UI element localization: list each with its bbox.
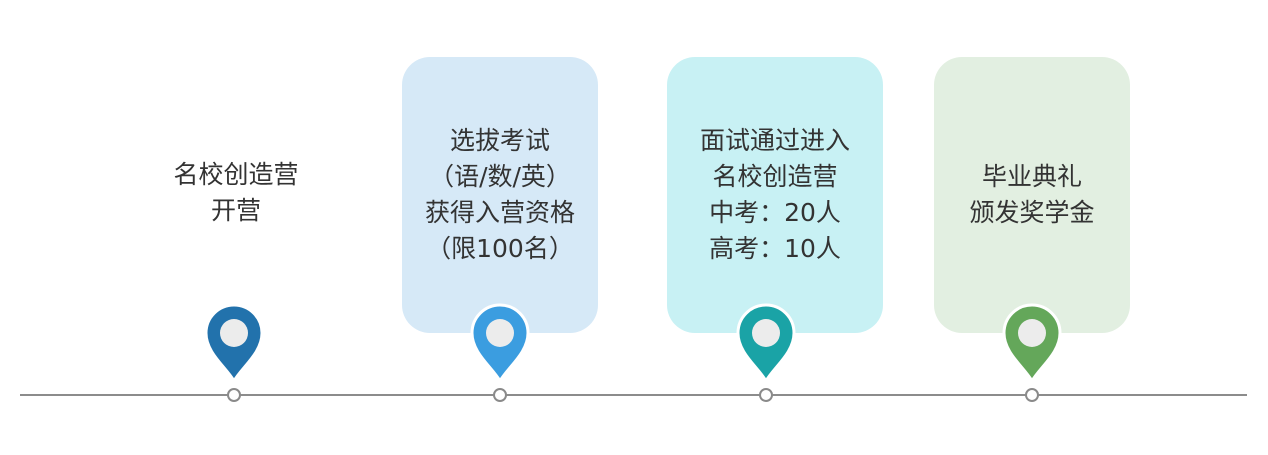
step-3-line-4: 高考：10人 xyxy=(709,234,841,263)
step-3-line-1: 面试通过进入 xyxy=(699,126,850,155)
step-1-timeline-dot xyxy=(227,388,241,402)
step-4-location-pin-icon xyxy=(1002,303,1062,383)
step-4-line-1: 毕业典礼 xyxy=(981,162,1082,191)
step-3-line-2: 名校创造营 xyxy=(712,162,838,191)
step-2-card: 选拔考试 （语/数/英） 获得入营资格 （限100名） xyxy=(402,57,598,333)
step-2-location-pin-icon xyxy=(470,303,530,383)
step-1-line-1: 名校创造营 xyxy=(173,160,299,189)
step-3-line-3: 中考：20人 xyxy=(709,198,841,227)
step-2-line-3: 获得入营资格 xyxy=(424,198,575,227)
step-2-line-2: （语/数/英） xyxy=(429,162,571,191)
step-3-location-pin-icon xyxy=(736,303,796,383)
step-4-card: 毕业典礼 颁发奖学金 xyxy=(934,57,1130,333)
step-4-timeline-dot xyxy=(1025,388,1039,402)
step-2-text: 选拔考试 （语/数/英） 获得入营资格 （限100名） xyxy=(425,123,575,267)
step-3-timeline-dot xyxy=(759,388,773,402)
step-4-text: 毕业典礼 颁发奖学金 xyxy=(969,159,1094,231)
step-1-location-pin-icon xyxy=(204,303,264,383)
step-2-line-4: （限100名） xyxy=(426,234,574,263)
timeline-line xyxy=(20,394,1247,396)
step-2-timeline-dot xyxy=(493,388,507,402)
step-3-text: 面试通过进入 名校创造营 中考：20人 高考：10人 xyxy=(700,123,850,267)
step-2-line-1: 选拔考试 xyxy=(449,126,550,155)
step-1-line-2: 开营 xyxy=(210,196,261,225)
step-4-line-2: 颁发奖学金 xyxy=(969,198,1095,227)
step-1-text: 名校创造营 开营 xyxy=(136,157,336,229)
step-3-card: 面试通过进入 名校创造营 中考：20人 高考：10人 xyxy=(667,57,883,333)
